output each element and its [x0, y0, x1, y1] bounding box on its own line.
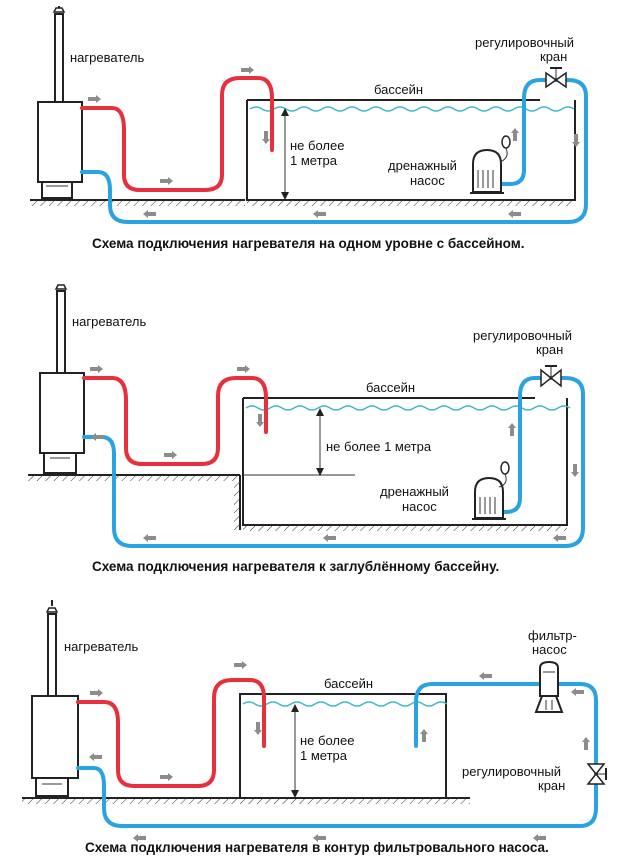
caption-2: Схема подключения нагревателя к заглублё…: [92, 559, 499, 574]
depth-label-2: не более 1 метра: [326, 439, 432, 454]
valve-label-2b: кран: [536, 342, 563, 357]
valve-3: [586, 763, 607, 785]
pool-2: [234, 397, 571, 531]
heater-label-2: нагреватель: [72, 314, 147, 329]
hot-pipe-2: [82, 376, 268, 466]
pump-label-1b: насос: [410, 173, 445, 188]
hot-pipe-3: [76, 678, 266, 788]
filter-label-3b: насос: [532, 642, 567, 657]
depth-label-1b: 1 метра: [290, 153, 338, 168]
filter-pump-3: [534, 660, 564, 713]
pool-label-3: бассейн: [324, 676, 373, 691]
valve-label-1b: кран: [540, 49, 567, 64]
heater-label-3: нагреватель: [64, 639, 139, 654]
pool-1: [246, 99, 576, 206]
heater-label-1: нагреватель: [70, 50, 145, 65]
valve-1: [545, 67, 567, 89]
filter-label-3a: фильтр-: [528, 628, 577, 643]
cold-pipe-1: [80, 78, 588, 224]
scheme-3: нагреватель бассейн не более 1 метра фил…: [22, 600, 607, 855]
valve-label-1a: регулировочный: [475, 35, 574, 50]
cold-pipe-3: [76, 682, 598, 828]
drain-pump-2: [472, 461, 510, 520]
depth-label-3a: не более: [300, 733, 354, 748]
heater-1: [30, 6, 245, 206]
heater-2: [28, 284, 240, 481]
pump-label-2a: дренажный: [380, 484, 449, 499]
drain-pump-1: [470, 135, 511, 194]
pool-label-2: бассейн: [366, 380, 415, 395]
heater-3: [22, 600, 470, 804]
valve-label-3b: кран: [538, 778, 565, 793]
valve-2: [540, 365, 562, 388]
depth-label-3b: 1 метра: [300, 748, 348, 763]
valve-label-2a: регулировочный: [473, 328, 572, 343]
pump-label-2b: насос: [402, 499, 437, 514]
pool-label-1: бассейн: [374, 82, 423, 97]
depth-label-1a: не более: [290, 138, 344, 153]
pump-label-1a: дренажный: [388, 158, 457, 173]
valve-label-3a: регулировочный: [462, 764, 561, 779]
caption-1: Схема подключения нагревателя на одном у…: [92, 236, 524, 251]
scheme-2: нагреватель бассейн не более 1 метра рег…: [28, 284, 585, 574]
cold-pipe-2: [82, 376, 585, 548]
pool-3: [239, 693, 448, 799]
scheme-1: нагреватель бассейн не более 1 метра рег…: [30, 6, 588, 251]
hot-pipe-1: [80, 76, 274, 192]
caption-3: Схема подключения нагревателя в контур ф…: [85, 840, 549, 855]
